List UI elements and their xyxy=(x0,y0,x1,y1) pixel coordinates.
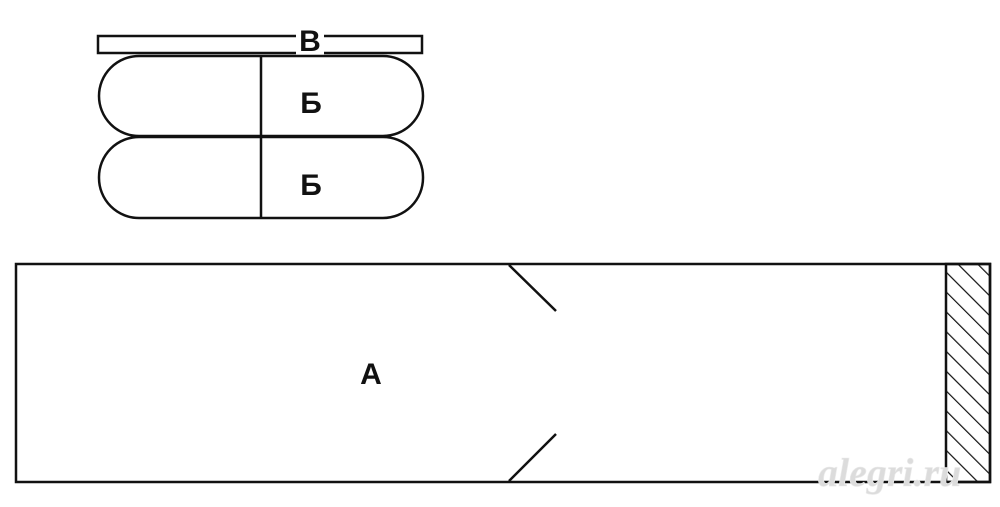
watermark: alegri.ru xyxy=(818,450,961,495)
piece-v: В xyxy=(96,25,424,58)
label-a: А xyxy=(360,358,382,391)
piece-a-cut-top xyxy=(508,264,557,312)
piece-v-strip xyxy=(96,34,424,55)
piece-a-body xyxy=(14,262,992,484)
piece-v-label-bg xyxy=(296,28,324,58)
piece-b-top: Б xyxy=(97,54,425,138)
label-b-bottom: Б xyxy=(300,169,322,202)
piece-a-cut-bottom xyxy=(508,433,557,482)
piece-a: А xyxy=(14,262,992,484)
label-b-top: Б xyxy=(300,87,322,120)
piece-a-hatched-end xyxy=(944,262,992,484)
piece-b-bottom: Б xyxy=(97,135,425,220)
label-v: В xyxy=(299,25,321,58)
